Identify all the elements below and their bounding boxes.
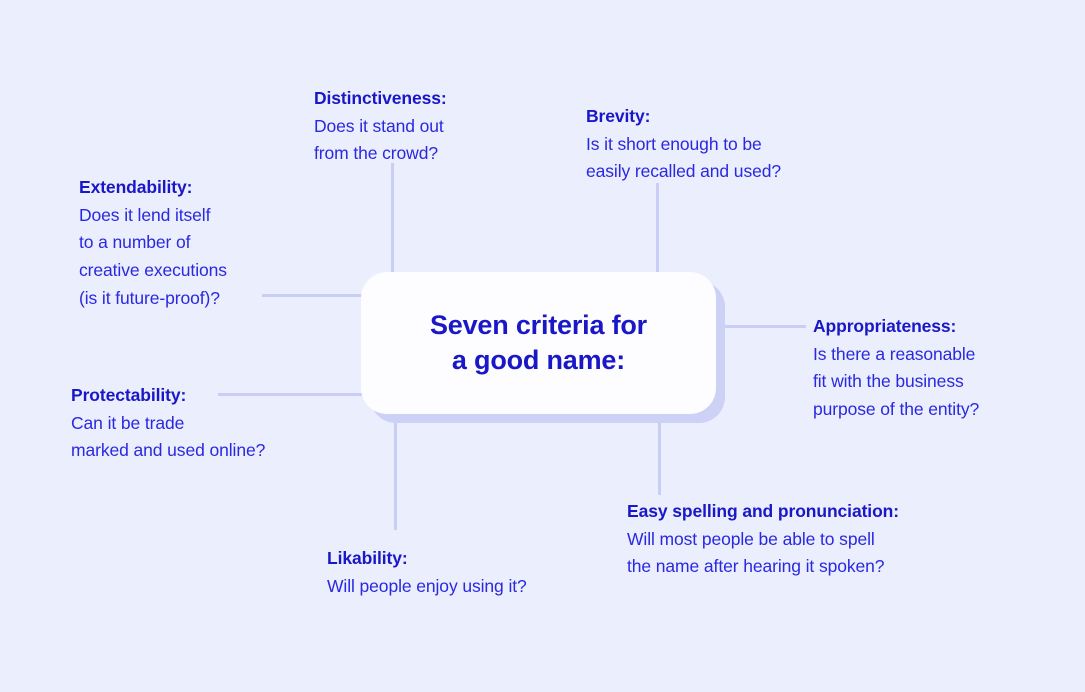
- criterion-extendability-line-3: creative executions: [79, 259, 227, 280]
- criterion-easy-spelling: Easy spelling and pronunciation: Will mo…: [627, 498, 899, 581]
- criterion-distinctiveness-title: Distinctiveness:: [314, 88, 447, 108]
- criterion-easy-spelling-title: Easy spelling and pronunciation:: [627, 501, 899, 521]
- criterion-brevity-line-2: easily recalled and used?: [586, 161, 781, 182]
- connector-brevity: [656, 183, 659, 278]
- criterion-appropriateness-title: Appropriateness:: [813, 316, 957, 336]
- criterion-distinctiveness-description: Does it stand out from the crowd?: [314, 113, 447, 168]
- criterion-protectability-line-2: marked and used online?: [71, 440, 266, 461]
- criterion-appropriateness: Appropriateness: Is there a reasonable f…: [813, 313, 979, 424]
- criterion-distinctiveness: Distinctiveness: Does it stand out from …: [314, 85, 447, 168]
- criterion-likability-line-1: Will people enjoy using it?: [327, 575, 527, 596]
- criterion-brevity-description: Is it short enough to be easily recalled…: [586, 131, 781, 186]
- criterion-distinctiveness-line-1: Does it stand out: [314, 115, 444, 136]
- center-node-title-line2: a good name:: [451, 345, 626, 375]
- criterion-brevity-title: Brevity:: [586, 106, 651, 126]
- criterion-protectability-description: Can it be trade marked and used online?: [71, 410, 265, 465]
- criterion-extendability-line-4: (is it future-proof)?: [79, 287, 220, 308]
- connector-protectability: [218, 393, 364, 396]
- connector-likability: [394, 420, 397, 530]
- center-node-title: Seven criteria for a good name:: [430, 308, 647, 378]
- criterion-distinctiveness-line-2: from the crowd?: [314, 143, 438, 164]
- criterion-extendability-title: Extendability:: [79, 177, 193, 197]
- criterion-brevity: Brevity: Is it short enough to be easily…: [586, 103, 781, 186]
- criterion-protectability-line-1: Can it be trade: [71, 412, 185, 433]
- criterion-extendability-line-1: Does it lend itself: [79, 204, 211, 225]
- connector-easy-spelling: [658, 420, 661, 495]
- center-node: Seven criteria for a good name:: [361, 272, 716, 414]
- criterion-appropriateness-line-2: fit with the business: [813, 371, 964, 392]
- criterion-extendability-line-2: to a number of: [79, 232, 191, 253]
- criterion-protectability: Protectability: Can it be trade marked a…: [71, 382, 265, 465]
- criterion-likability-title: Likability:: [327, 548, 408, 568]
- criterion-appropriateness-line-1: Is there a reasonable: [813, 343, 976, 364]
- connector-appropriateness: [724, 325, 806, 328]
- criterion-protectability-title: Protectability:: [71, 385, 187, 405]
- connector-distinctiveness: [391, 163, 394, 278]
- criterion-easy-spelling-line-2: the name after hearing it spoken?: [627, 556, 885, 577]
- criterion-brevity-line-1: Is it short enough to be: [586, 133, 762, 154]
- criterion-extendability-description: Does it lend itself to a number of creat…: [79, 202, 227, 313]
- criterion-appropriateness-line-3: purpose of the entity?: [813, 398, 980, 419]
- center-node-title-line1: Seven criteria for: [429, 309, 647, 340]
- criterion-easy-spelling-description: Will most people be able to spell the na…: [627, 526, 899, 581]
- criterion-likability-description: Will people enjoy using it?: [327, 573, 527, 601]
- criterion-likability: Likability: Will people enjoy using it?: [327, 545, 527, 600]
- criterion-extendability: Extendability: Does it lend itself to a …: [79, 174, 227, 312]
- connector-extendability: [262, 294, 364, 297]
- criterion-appropriateness-description: Is there a reasonable fit with the busin…: [813, 341, 979, 424]
- criterion-easy-spelling-line-1: Will most people be able to spell: [627, 528, 875, 549]
